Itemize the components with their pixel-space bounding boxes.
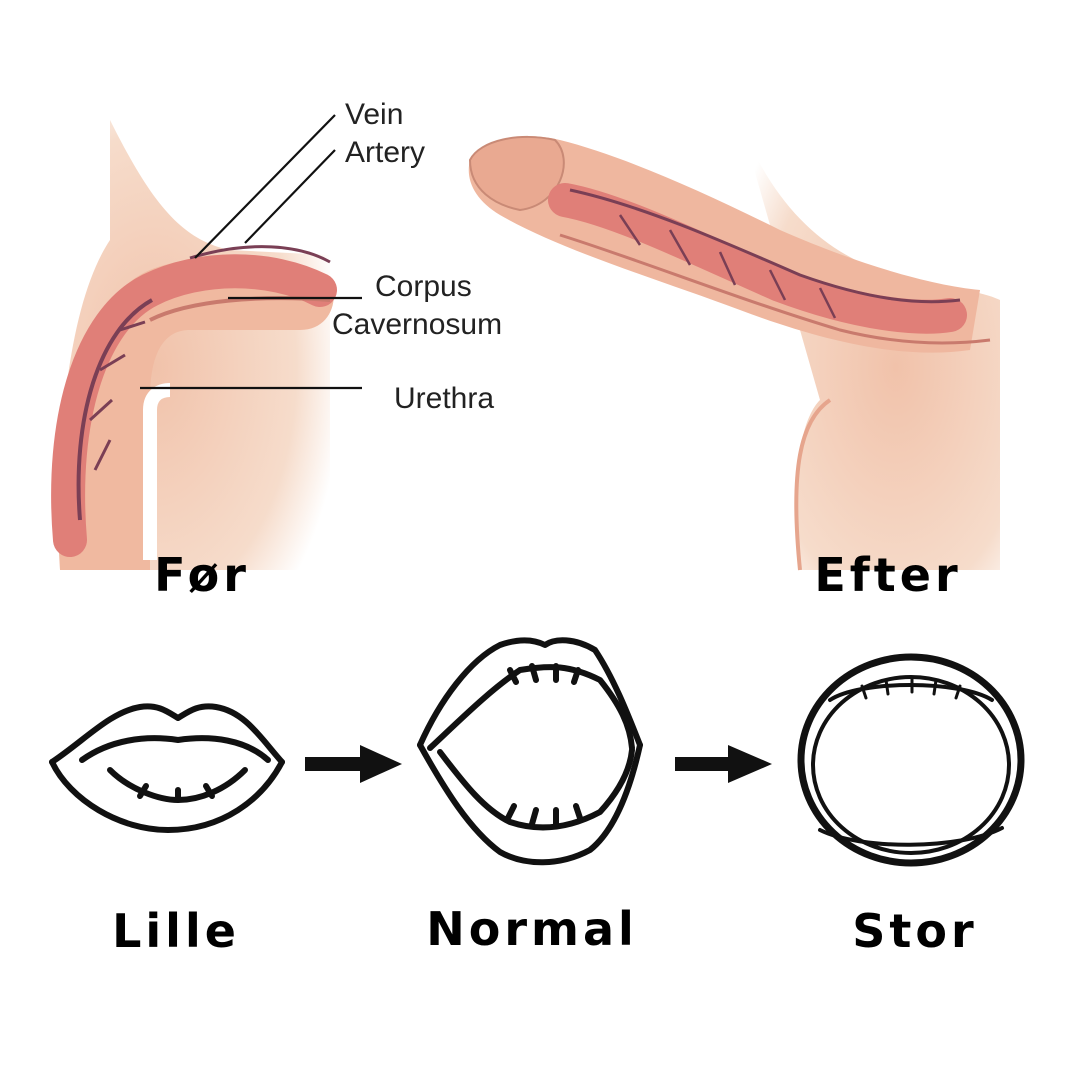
- large-mouth-icon: [797, 653, 1025, 867]
- caption-normal: Normal: [426, 902, 638, 956]
- caption-before: Før: [154, 548, 250, 602]
- label-vein: Vein: [345, 98, 404, 131]
- caption-large: Stor: [852, 904, 978, 958]
- caption-after: Efter: [814, 548, 962, 602]
- normal-mouth-icon: [417, 637, 643, 866]
- label-urethra: Urethra: [394, 382, 495, 415]
- after-anatomy-illustration: [468, 120, 1000, 571]
- caption-small: Lille: [112, 904, 240, 958]
- arrow-icon: [675, 745, 772, 783]
- label-cavernosum: Cavernosum: [332, 308, 503, 341]
- annotation-leader-lines: [140, 114, 362, 390]
- label-artery: Artery: [345, 136, 426, 169]
- arrow-icon: [305, 745, 402, 783]
- small-mouth-icon: [49, 703, 285, 833]
- before-anatomy-illustration: [51, 120, 337, 570]
- label-corpus: Corpus: [375, 270, 472, 303]
